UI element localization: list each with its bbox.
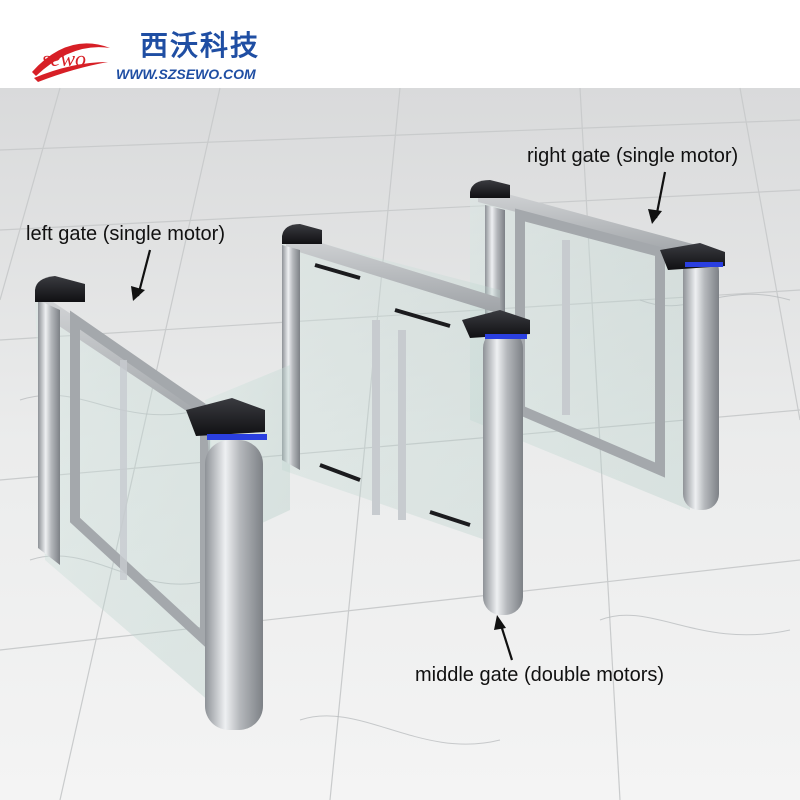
logo-badge-icon: sewo — [32, 43, 110, 82]
left-gate — [35, 276, 290, 730]
right-gate-label: right gate (single motor) — [527, 145, 739, 167]
logo-chinese-name: 西沃科技 — [140, 29, 261, 62]
middle-gate-label: middle gate (double motors) — [415, 664, 665, 686]
left-gate-label: left gate (single motor) — [26, 223, 225, 245]
callout-arrows — [131, 171, 667, 661]
logo-badge-text: sewo — [42, 46, 86, 71]
middle-gate — [282, 224, 530, 615]
logo-website: WWW.SZSEWO.COM — [116, 66, 256, 82]
company-logo: sewo 西沃科技 WWW.SZSEWO.COM — [28, 26, 298, 86]
